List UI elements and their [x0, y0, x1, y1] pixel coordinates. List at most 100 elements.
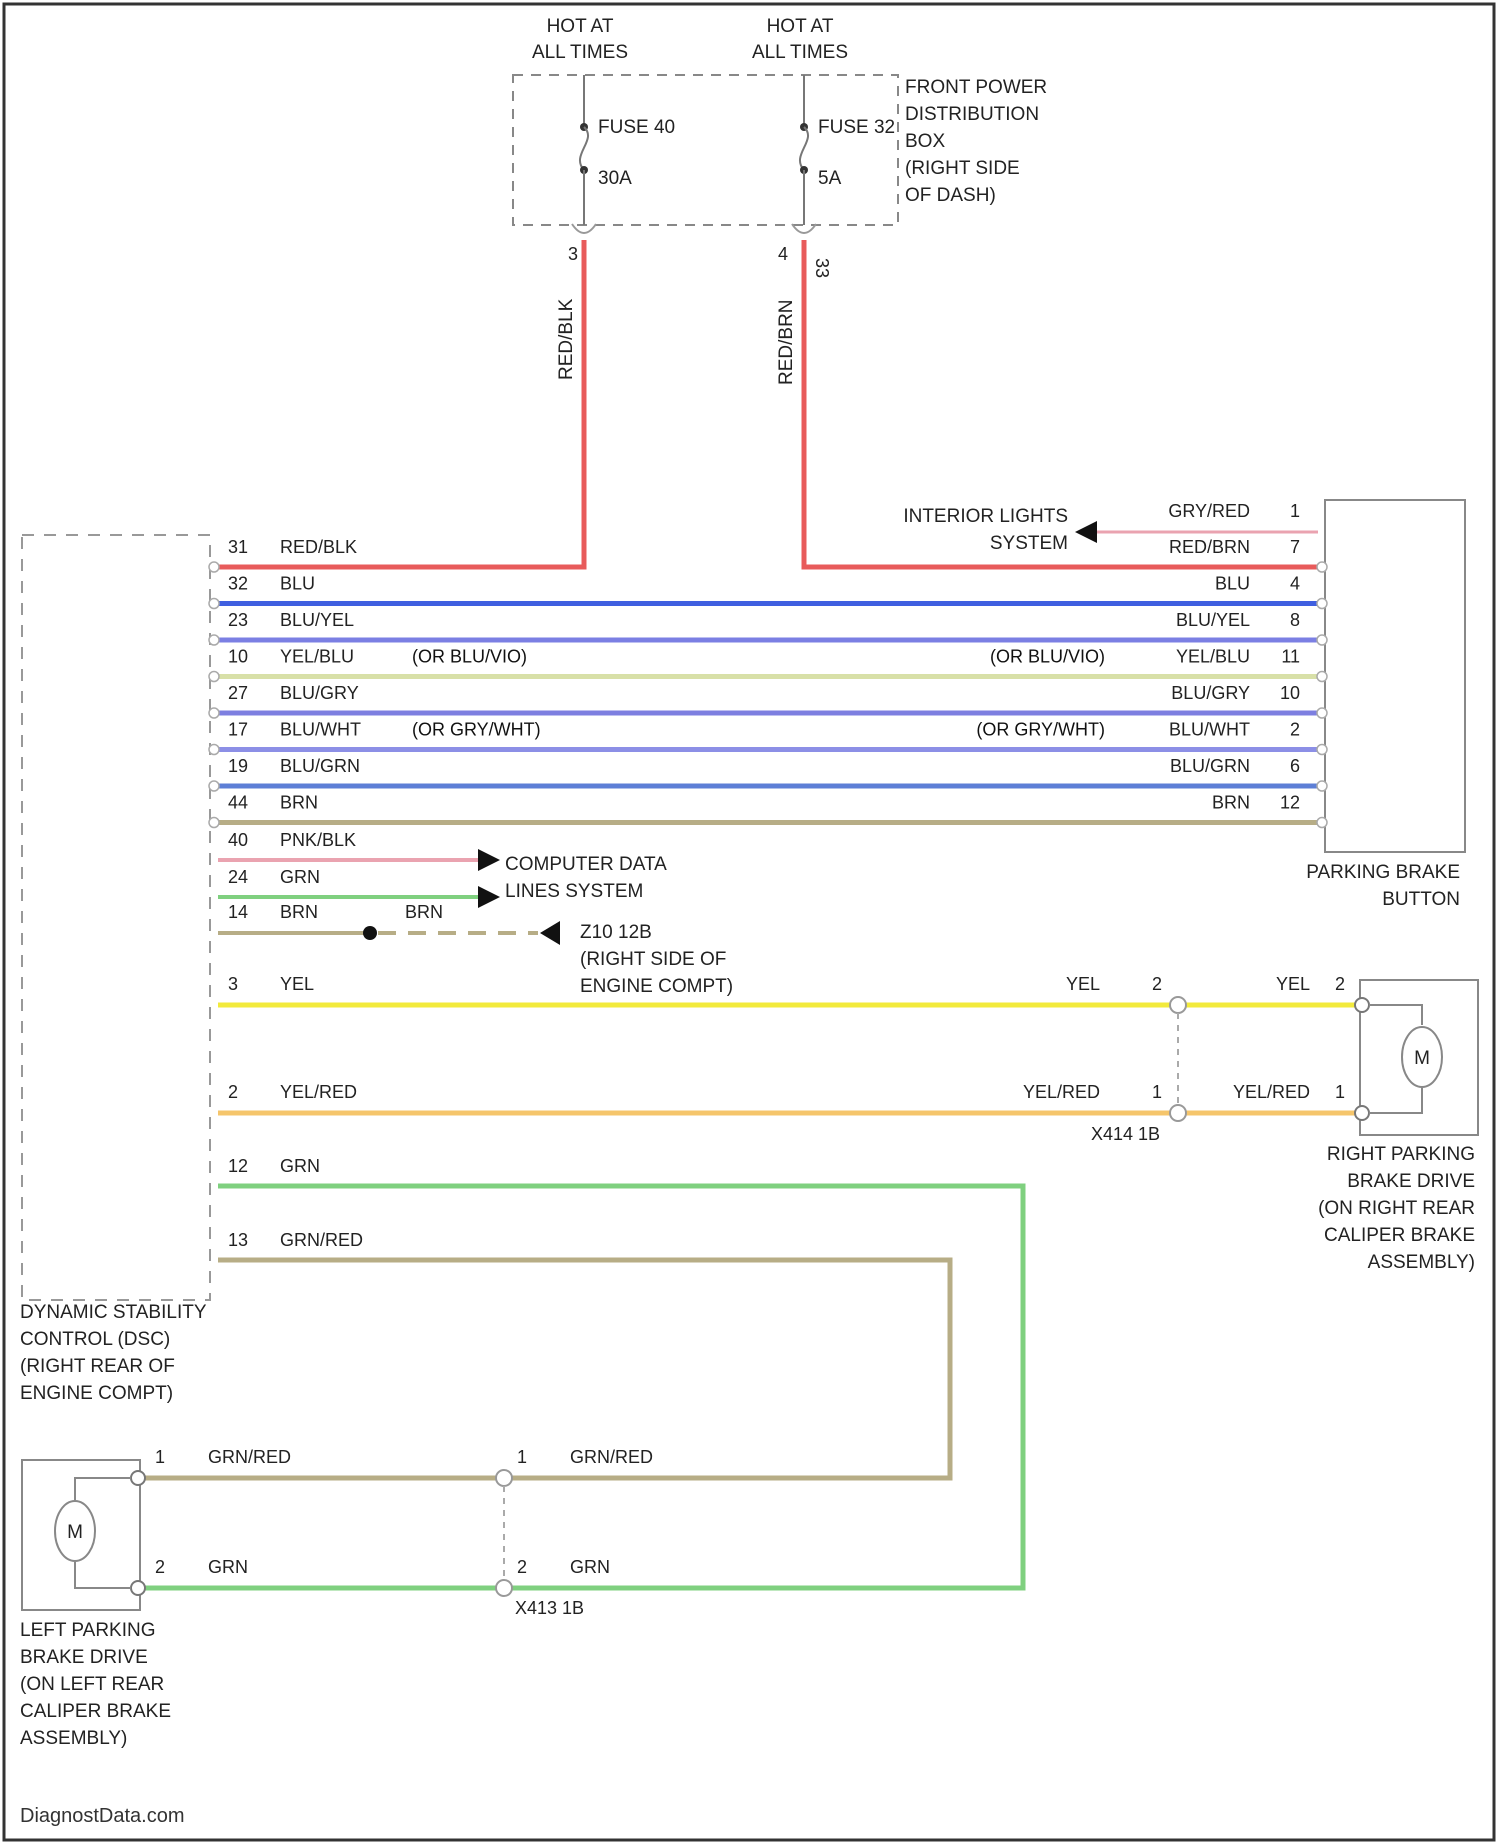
dsc-module-outline	[22, 535, 210, 1300]
fuse-32-symbol	[800, 127, 808, 170]
fuse-40-name: FUSE 40	[598, 117, 675, 138]
right-drive-label-line: RIGHT PARKING	[1327, 1144, 1475, 1165]
computer-data-label-line: LINES SYSTEM	[505, 881, 643, 902]
harness-right-color: BLU/GRY	[1171, 683, 1250, 703]
right-yel-lcolor: YEL	[280, 974, 314, 994]
harness-left-pin: 10	[228, 647, 248, 667]
pnk-blk-color: PNK/BLK	[280, 830, 356, 850]
left-drive-label-line: CALIPER BRAKE	[20, 1701, 171, 1722]
parking-brake-button-label-line: PARKING BRAKE	[1306, 862, 1460, 883]
fuse-40-symbol	[580, 127, 588, 170]
right-yel-rpin: 2	[1335, 974, 1345, 994]
ground-color-left: BRN	[280, 902, 318, 922]
left-drive-label-line: LEFT PARKING	[20, 1620, 156, 1641]
harness-left-color: BLU/GRY	[280, 683, 359, 703]
power-box-label-line: FRONT POWER	[905, 77, 1047, 98]
right-motor-lead-1	[1369, 1005, 1422, 1025]
computer-data-lines: 40 PNK/BLK 24 GRN COMPUTER DATA LINES SY…	[218, 830, 667, 908]
left-grn-red-wire	[140, 1260, 950, 1478]
ground-terminal	[540, 921, 560, 945]
left-drive-mid-pin1: 1	[517, 1447, 527, 1467]
grn-data-color: GRN	[280, 867, 320, 887]
right-connector-yel-red	[1170, 1105, 1186, 1121]
parking-brake-button-label-line: BUTTON	[1382, 889, 1460, 910]
left-drive-terminal-2	[131, 1581, 145, 1595]
watermark: DiagnostData.com	[20, 1805, 185, 1827]
harness-left-pin: 19	[228, 756, 248, 776]
power-box-label-line: DISTRIBUTION	[905, 104, 1039, 125]
left-motor-lead-1	[75, 1478, 131, 1500]
computer-data-label-line: COMPUTER DATA	[505, 854, 667, 875]
right-drive-label-line: BRAKE DRIVE	[1347, 1171, 1475, 1192]
right-yel-lpin: 3	[228, 974, 238, 994]
harness-right-color: BRN	[1212, 793, 1250, 813]
right-yr-rpin: 1	[1335, 1082, 1345, 1102]
button-terminal	[1317, 672, 1327, 682]
left-grn-lpin: 12	[228, 1156, 248, 1176]
right-motor-lead-2	[1369, 1088, 1422, 1113]
right-drive-terminal-1	[1355, 998, 1369, 1012]
harness-right-pin: 8	[1290, 610, 1300, 630]
harness-right-note: (OR GRY/WHT)	[976, 720, 1105, 740]
data-arrow-2	[478, 886, 500, 908]
button-terminal	[1317, 562, 1327, 572]
parking-brake-button-outline	[1325, 500, 1465, 852]
dsc-label-line: (RIGHT REAR OF	[20, 1356, 175, 1377]
right-motor-letter: M	[1414, 1048, 1430, 1069]
dsc-label-line: ENGINE COMPT)	[20, 1383, 173, 1404]
interior-lights-label-line: SYSTEM	[990, 533, 1068, 554]
dsc-terminal	[209, 672, 219, 682]
power-wire-red-blk	[218, 240, 584, 567]
harness-left-pin: 17	[228, 720, 248, 740]
left-drive-label-line: (ON LEFT REAR	[20, 1674, 164, 1695]
left-drive-group: M LEFT PARKING BRAKE DRIVE (ON LEFT REAR…	[20, 1460, 171, 1749]
dsc-label-line: CONTROL (DSC)	[20, 1329, 170, 1350]
power-wire-red-blk-label: RED/BLK	[556, 298, 577, 380]
left-drive-pin1: 1	[155, 1447, 165, 1467]
dsc-terminal	[209, 818, 219, 828]
left-drive-wires: 12 GRN 13 GRN/RED X413 1B 1 GRN/RED 1 GR…	[140, 1156, 1023, 1618]
fuse-32-amps: 5A	[818, 168, 842, 189]
right-drive-group: X414 1B 3 YEL YEL 2 YEL 2 2 YEL/RED YEL/…	[218, 974, 1478, 1273]
harness-right-pin: 7	[1290, 537, 1300, 557]
dsc-label-line: DYNAMIC STABILITY	[20, 1302, 207, 1323]
harness-left-pin: 31	[228, 537, 248, 557]
power-box-label-line: OF DASH)	[905, 185, 996, 206]
harness-right-color: BLU/WHT	[1169, 720, 1250, 740]
left-grn-lcolor: GRN	[280, 1156, 320, 1176]
ground-color-right: BRN	[405, 902, 443, 922]
right-yel-mpin: 2	[1152, 974, 1162, 994]
harness-left-color: BLU	[280, 574, 315, 594]
power-pin-b: 4	[778, 244, 788, 264]
left-drive-pin2: 2	[155, 1557, 165, 1577]
right-drive-label-line: CALIPER BRAKE	[1324, 1225, 1475, 1246]
grn-data-pin: 24	[228, 867, 248, 887]
interior-lights-pin: 1	[1290, 501, 1300, 521]
power-pin-c: 33	[812, 258, 832, 278]
dsc-terminal	[209, 708, 219, 718]
harness-right-pin: 4	[1290, 574, 1300, 594]
left-gr-lcolor: GRN/RED	[280, 1230, 363, 1250]
harness-right-note: (OR BLU/VIO)	[990, 647, 1105, 667]
harness-right-pin: 11	[1281, 647, 1300, 667]
harness-right-color: RED/BRN	[1169, 537, 1250, 557]
power-box-label-line: BOX	[905, 131, 945, 152]
power-box-outline	[513, 75, 898, 225]
power-wire-red-brn-label: RED/BRN	[776, 299, 797, 385]
harness-left-note: (OR GRY/WHT)	[412, 720, 541, 740]
harness-right-color: YEL/BLU	[1176, 647, 1250, 667]
interior-lights-label-line: INTERIOR LIGHTS	[903, 506, 1068, 527]
ground-label-line: (RIGHT SIDE OF	[580, 949, 726, 970]
right-yr-mcolor: YEL/RED	[1023, 1082, 1100, 1102]
left-grn-wire	[140, 1186, 1023, 1588]
harness-left-color: BLU/GRN	[280, 756, 360, 776]
power-pin-a: 3	[568, 244, 578, 264]
interior-lights-wire-color: GRY/RED	[1168, 501, 1250, 521]
fuse-40-amps: 30A	[598, 168, 632, 189]
dsc-terminal	[209, 562, 219, 572]
right-yr-lcolor: YEL/RED	[280, 1082, 357, 1102]
harness-right-pin: 10	[1280, 683, 1300, 703]
right-yel-rcolor: YEL	[1276, 974, 1310, 994]
harness-left-pin: 23	[228, 610, 248, 630]
harness-left-note: (OR BLU/VIO)	[412, 647, 527, 667]
